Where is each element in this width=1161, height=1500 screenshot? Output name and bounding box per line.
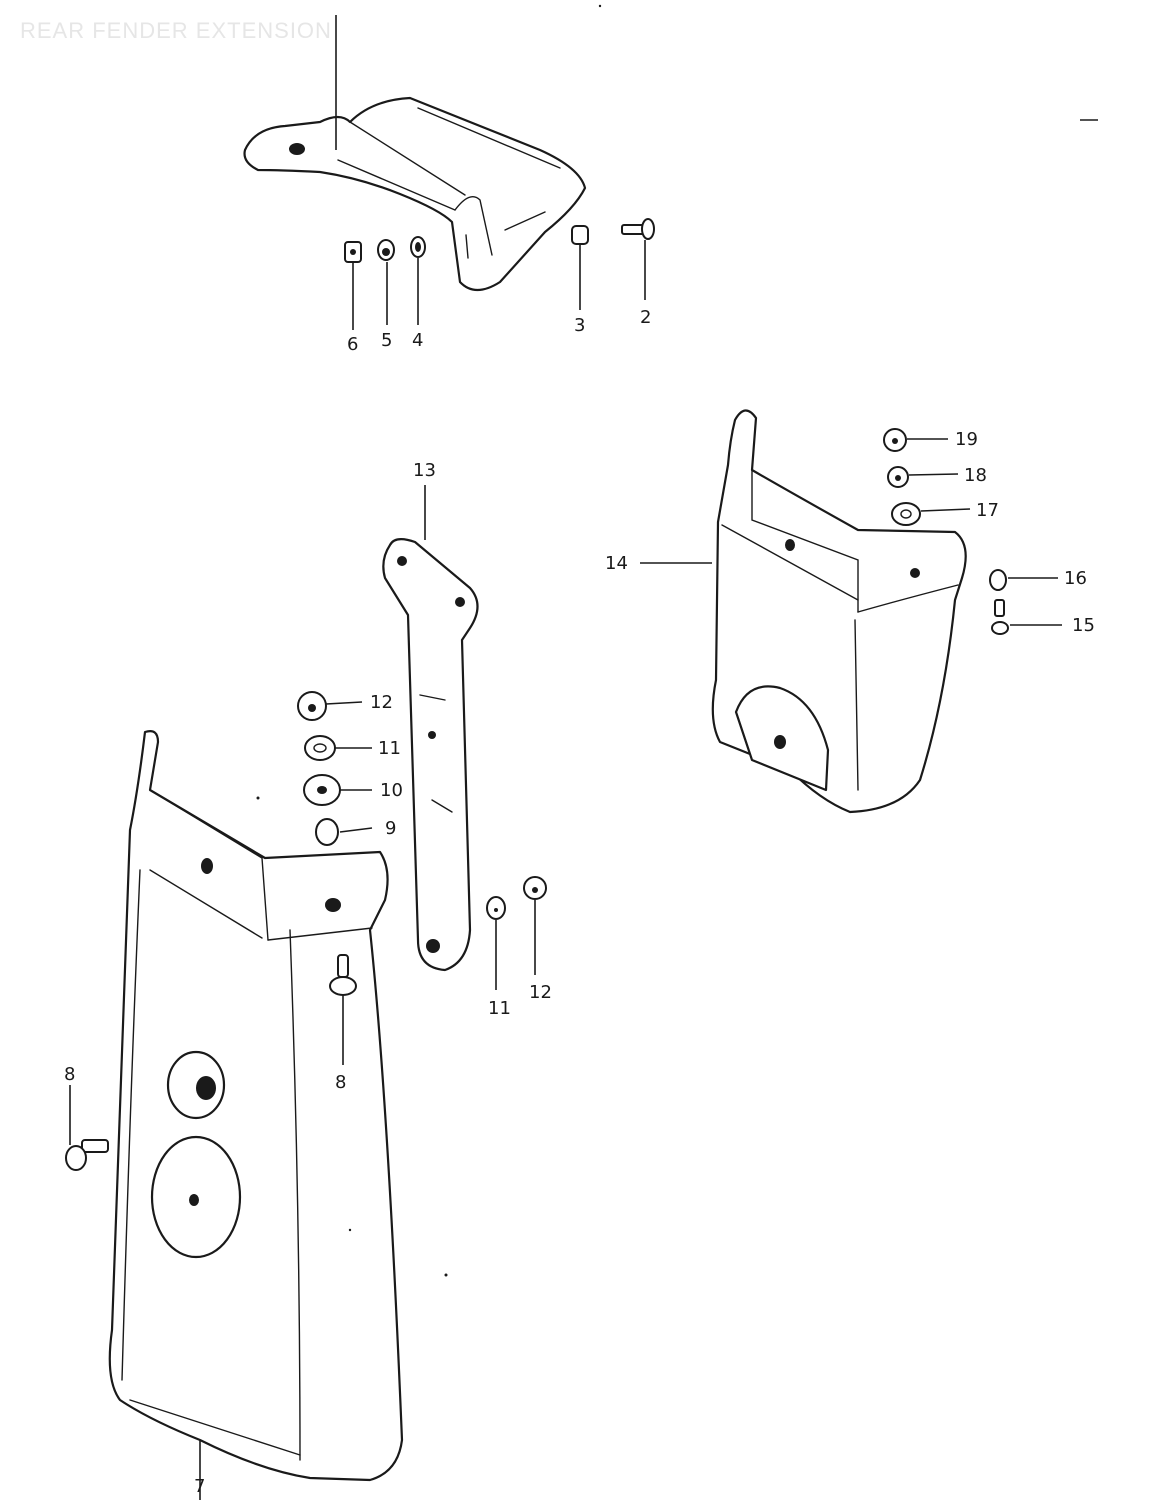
- bolt-8-left: [65, 1139, 109, 1171]
- callout-14: 14: [605, 553, 628, 574]
- scan-marks: [256, 4, 1098, 1277]
- part-1-fender-extension: [243, 96, 587, 292]
- callout-6: 6: [347, 334, 358, 355]
- callout-12-small: 12: [529, 982, 552, 1003]
- screw-15: [991, 599, 1009, 635]
- callout-3: 3: [574, 315, 585, 336]
- callout-labels: 2 3 4 5 6 7 8 8 9 10 11 12 11 12 13 14 1…: [64, 307, 1095, 1497]
- callout-18: 18: [964, 465, 987, 486]
- callout-19: 19: [955, 429, 978, 450]
- callout-2: 2: [640, 307, 651, 328]
- callout-15: 15: [1072, 615, 1095, 636]
- cushion-9: [315, 818, 339, 846]
- part-7-lower-panel: [108, 730, 404, 1482]
- callout-16: 16: [1064, 568, 1087, 589]
- washer-4: [410, 236, 426, 258]
- nut-18: [887, 466, 909, 488]
- nut-12: [297, 691, 327, 721]
- nut-12-small: [523, 876, 547, 900]
- callout-8-left: 8: [64, 1064, 75, 1085]
- callout-7: 7: [194, 1476, 205, 1497]
- bolt-8-center: [329, 954, 357, 996]
- nut-6: [344, 241, 362, 263]
- part-13-bracket: [382, 538, 479, 972]
- callout-13: 13: [413, 460, 436, 481]
- leader-lines: [69, 15, 1062, 1500]
- washer-11: [304, 735, 336, 761]
- washer-11-small: [486, 896, 506, 920]
- callout-10: 10: [380, 780, 403, 801]
- part-14-right-panel: [711, 409, 967, 814]
- callout-17: 17: [976, 500, 999, 521]
- callout-8-center: 8: [335, 1072, 346, 1093]
- nut-19: [883, 428, 907, 452]
- callout-5: 5: [381, 330, 392, 351]
- callout-4: 4: [412, 330, 423, 351]
- bolt-2: [621, 218, 655, 240]
- callout-12: 12: [370, 692, 393, 713]
- hardware-items: [65, 218, 1009, 1171]
- callout-11-small: 11: [488, 998, 511, 1019]
- cushion-3: [571, 225, 589, 245]
- cushion-16: [989, 569, 1007, 591]
- callout-9: 9: [385, 818, 396, 839]
- washer-5: [377, 239, 395, 261]
- washer-17: [891, 502, 921, 526]
- diagram-title: REAR FENDER EXTENSION: [20, 18, 332, 43]
- callout-11: 11: [378, 738, 401, 759]
- washer-10: [303, 774, 341, 806]
